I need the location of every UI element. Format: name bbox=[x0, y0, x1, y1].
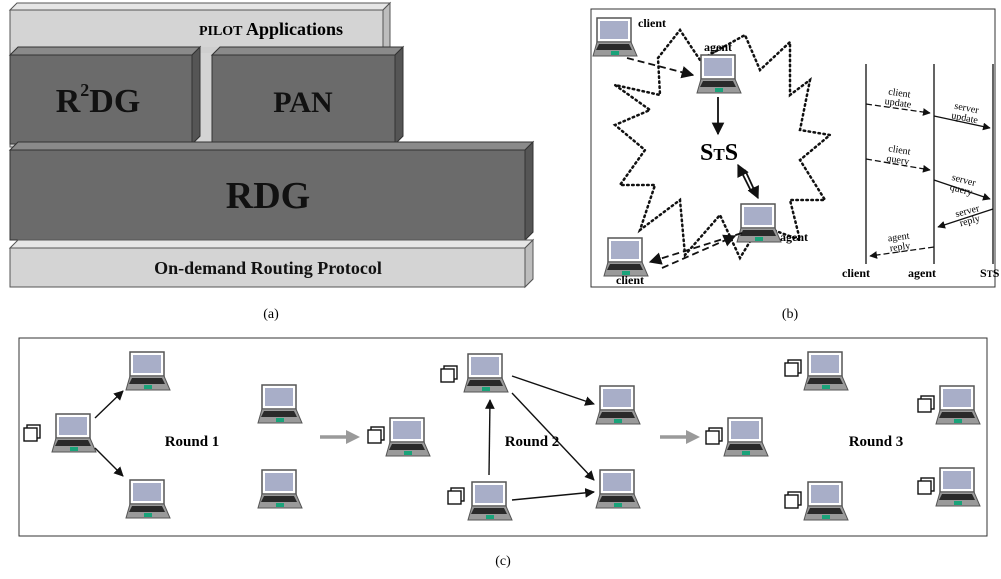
agent-bottom-laptop-icon bbox=[736, 203, 782, 243]
docs-icon bbox=[784, 359, 802, 377]
rdg-layer bbox=[9, 149, 526, 241]
docs-icon bbox=[367, 426, 385, 444]
laptop-icon bbox=[595, 385, 641, 425]
docs-icon bbox=[23, 424, 41, 442]
client-bottom-label: client bbox=[616, 273, 644, 287]
round3-label: Round 3 bbox=[849, 434, 904, 450]
caption-c: (c) bbox=[495, 554, 511, 569]
col-agent-label: agent bbox=[908, 266, 936, 280]
round2-label: Round 2 bbox=[505, 434, 560, 450]
laptop-icon bbox=[595, 469, 641, 509]
pilot-prefix: PILOT bbox=[199, 24, 243, 39]
msg-client-query: clientquery bbox=[886, 143, 912, 167]
laptop-icon bbox=[935, 385, 981, 425]
laptop-icon bbox=[125, 351, 171, 391]
caption-b: (b) bbox=[782, 307, 799, 322]
agent-top-laptop-icon bbox=[696, 54, 742, 94]
panel-a: PILOT Applications R2DG PAN RDG On-deman… bbox=[8, 1, 535, 322]
pilot-applications-label: PILOT Applications bbox=[199, 19, 343, 39]
agent-bottom-label: agent bbox=[780, 230, 808, 244]
laptop-icon bbox=[385, 417, 431, 457]
docs-icon bbox=[705, 427, 723, 445]
pilot-label: Applications bbox=[246, 19, 343, 39]
docs-icon bbox=[784, 491, 802, 509]
laptop-icon bbox=[467, 481, 513, 521]
laptop-icon bbox=[803, 481, 849, 521]
laptop-icon bbox=[723, 417, 769, 457]
agent-top-label: agent bbox=[704, 40, 732, 54]
r2dg-label: R2DG bbox=[56, 80, 141, 120]
laptop-icon bbox=[125, 479, 171, 519]
network-cloud bbox=[612, 27, 833, 261]
docs-icon bbox=[447, 487, 465, 505]
client-top-label: client bbox=[638, 16, 666, 30]
docs-icon bbox=[440, 365, 458, 383]
client-top-laptop-icon bbox=[592, 17, 638, 57]
rdg-label: RDG bbox=[226, 175, 310, 217]
docs-icon bbox=[917, 395, 935, 413]
pan-layer bbox=[211, 54, 396, 145]
r2dg-layer bbox=[9, 54, 193, 145]
msg-client-update: clientupdate bbox=[884, 86, 914, 111]
routing-protocol-layer bbox=[9, 247, 526, 288]
docs-icon bbox=[917, 477, 935, 495]
laptop-icon bbox=[257, 469, 303, 509]
msg-server-reply: serverreply bbox=[954, 203, 984, 230]
laptop-icon bbox=[463, 353, 509, 393]
sts-label: STS bbox=[700, 140, 738, 166]
col-sts-label: STS bbox=[980, 266, 1000, 280]
panel-c: Round 1 Round 2 Round 3 (c) bbox=[18, 337, 988, 569]
msg-server-update: serverupdate bbox=[950, 101, 981, 127]
routing-protocol-label: On-demand Routing Protocol bbox=[154, 258, 382, 278]
msg-agent-reply: agentreply bbox=[887, 231, 912, 255]
laptop-icon bbox=[51, 413, 97, 453]
col-client-label: client bbox=[842, 266, 870, 280]
pan-label: PAN bbox=[273, 86, 333, 119]
client-bottom-laptop-icon bbox=[603, 237, 649, 277]
panel-b: client agent agent client STS clientupda… bbox=[590, 8, 1000, 322]
round1-label: Round 1 bbox=[165, 434, 220, 450]
laptop-icon bbox=[257, 384, 303, 424]
panel-b-frame bbox=[590, 8, 996, 288]
laptop-icon bbox=[935, 467, 981, 507]
laptop-icon bbox=[803, 351, 849, 391]
caption-a: (a) bbox=[263, 307, 279, 322]
